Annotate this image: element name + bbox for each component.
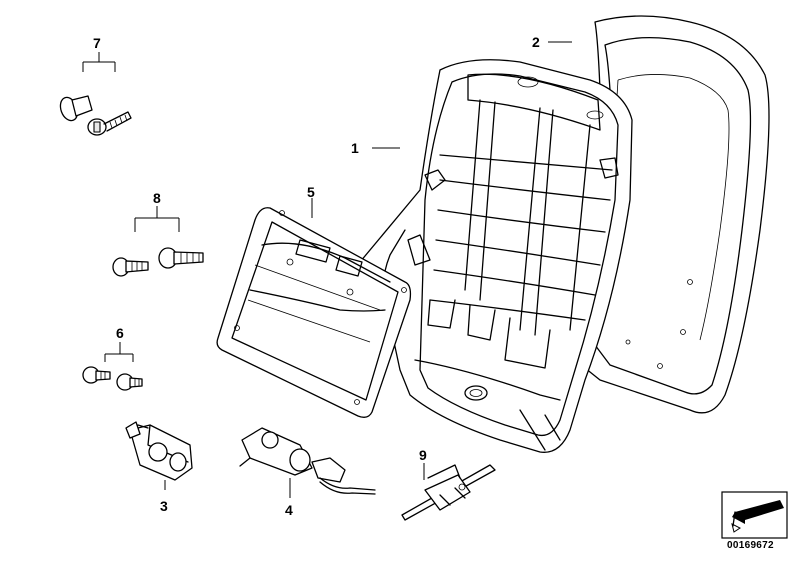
callout-6: 6 — [116, 325, 124, 341]
part-6-screws — [82, 366, 143, 391]
part-4-motor-cable — [239, 427, 376, 495]
reference-arrow-icon — [721, 491, 788, 539]
part-1-backrest-frame — [354, 59, 633, 453]
callout-4: 4 — [285, 502, 293, 518]
part-5-rear-panel — [216, 207, 412, 418]
callout-8: 8 — [153, 190, 161, 206]
part-3-connector — [125, 421, 193, 481]
part-8-screws — [112, 247, 204, 277]
document-number: 00169672 — [727, 540, 774, 551]
callout-9: 9 — [419, 447, 427, 463]
callout-3: 3 — [160, 498, 168, 514]
callout-7: 7 — [93, 35, 101, 51]
callout-2: 2 — [532, 34, 540, 50]
callout-5: 5 — [307, 184, 315, 200]
part-7-rivet-and-screw — [59, 95, 132, 136]
callout-1: 1 — [351, 140, 359, 156]
leader-lines — [82, 41, 572, 498]
part-9-clip — [401, 464, 496, 521]
